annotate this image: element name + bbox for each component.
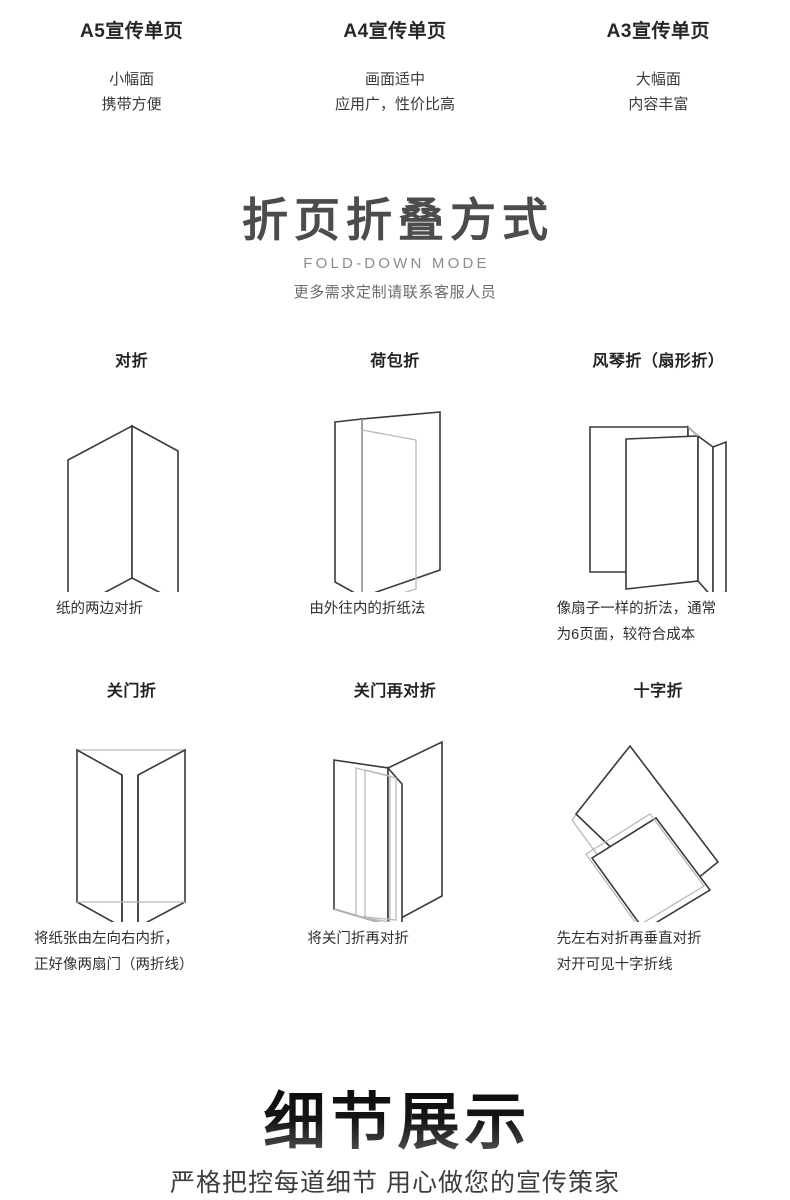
size-option-desc-line: 大幅面 bbox=[635, 71, 681, 88]
fold-type-name: 风琴折（扇形折） bbox=[592, 353, 725, 370]
size-option-desc-line: 应用广，性价比高 bbox=[334, 96, 455, 113]
fold-type-caption-line: 将纸张由左向右内折， bbox=[34, 931, 179, 947]
size-option-desc-line: 小幅面 bbox=[109, 71, 155, 88]
fold-type-accordion-fold: 风琴折（扇形折） 像扇子一样的折法，通常 为6页 bbox=[527, 350, 790, 648]
fold-types-row: 对折 纸的两边对折 荷包折 bbox=[0, 350, 790, 648]
fold-type-name: 荷包折 bbox=[370, 353, 420, 370]
fold-type-wallet-fold: 荷包折 由外往内的折纸法 bbox=[263, 350, 526, 648]
fold-type-caption-line: 纸的两边对折 bbox=[56, 601, 143, 617]
fold-type-half-fold: 对折 纸的两边对折 bbox=[0, 350, 263, 648]
size-option-desc-line: 内容丰富 bbox=[628, 96, 689, 113]
fold-section-subtitle: 更多需求定制请联系客服人员 bbox=[293, 284, 497, 301]
gate-half-fold-diagram-icon bbox=[263, 704, 526, 922]
fold-type-caption-line: 为6页面，较符合成本 bbox=[556, 627, 696, 643]
fold-section-title: 折页折叠方式 bbox=[242, 194, 554, 246]
fold-type-caption-line: 像扇子一样的折法，通常 bbox=[556, 601, 717, 617]
fold-section-header: 折页折叠方式 FOLD-DOWN MODE 更多需求定制请联系客服人员 bbox=[0, 192, 790, 304]
fold-type-caption-line: 先左右对折再垂直对折 bbox=[556, 931, 702, 947]
cross-fold-diagram-icon bbox=[527, 704, 790, 922]
detail-section-header: 细节展示 严格把控每道细节 用心做您的宣传策家 bbox=[0, 1086, 790, 1200]
size-option-desc-line: 携带方便 bbox=[101, 96, 162, 113]
fold-type-cross-fold: 十字折 先左右对折再垂直对折 对开可见十字折线 bbox=[527, 680, 790, 978]
fold-type-caption-line: 对开可见十字折线 bbox=[556, 957, 673, 973]
fold-type-caption: 将纸张由左向右内折， 正好像两扇门（两折线） bbox=[0, 926, 263, 978]
size-option-a5: A5宣传单页 小幅面 携带方便 bbox=[0, 18, 263, 117]
size-option-title: A5宣传单页 bbox=[80, 21, 184, 42]
fold-type-caption: 像扇子一样的折法，通常 为6页面，较符合成本 bbox=[527, 596, 790, 648]
size-option-description: 小幅面 携带方便 bbox=[0, 67, 263, 117]
fold-section-title-english: FOLD-DOWN MODE bbox=[303, 255, 490, 272]
gate-fold-diagram-icon bbox=[0, 704, 263, 922]
fold-type-caption-line: 由外往内的折纸法 bbox=[309, 601, 426, 617]
fold-type-caption: 由外往内的折纸法 bbox=[263, 596, 526, 622]
detail-section-title: 细节展示 bbox=[0, 1086, 790, 1160]
detail-section-subtitle: 严格把控每道细节 用心做您的宣传策家 bbox=[170, 1169, 620, 1197]
fold-types-grid: 对折 纸的两边对折 荷包折 bbox=[0, 350, 790, 978]
fold-type-caption: 先左右对折再垂直对折 对开可见十字折线 bbox=[527, 926, 790, 978]
fold-type-name: 十字折 bbox=[633, 683, 684, 700]
half-fold-diagram-icon bbox=[0, 374, 263, 592]
fold-type-caption-line: 将关门折再对折 bbox=[307, 931, 409, 947]
fold-type-gate-half-fold: 关门再对折 将关门折再对折 bbox=[263, 680, 526, 978]
wallet-fold-diagram-icon bbox=[263, 374, 526, 592]
size-option-desc-line: 画面适中 bbox=[364, 71, 425, 88]
size-option-a3: A3宣传单页 大幅面 内容丰富 bbox=[527, 18, 790, 117]
size-options-row: A5宣传单页 小幅面 携带方便 A4宣传单页 画面适中 应用广，性价比高 A3宣… bbox=[0, 18, 790, 117]
size-option-description: 画面适中 应用广，性价比高 bbox=[263, 67, 526, 117]
fold-type-caption: 将关门折再对折 bbox=[263, 926, 526, 952]
accordion-fold-diagram-icon bbox=[527, 374, 790, 592]
fold-type-name: 对折 bbox=[115, 353, 149, 370]
size-option-title: A3宣传单页 bbox=[606, 21, 710, 42]
fold-type-caption: 纸的两边对折 bbox=[0, 596, 263, 622]
size-option-title: A4宣传单页 bbox=[343, 21, 447, 42]
size-option-description: 大幅面 内容丰富 bbox=[527, 67, 790, 117]
fold-type-caption-line: 正好像两扇门（两折线） bbox=[34, 957, 194, 973]
fold-type-name: 关门折 bbox=[106, 683, 157, 700]
fold-types-row: 关门折 将纸张由左向右内折， 正好像两扇门（两折线） bbox=[0, 680, 790, 978]
size-option-a4: A4宣传单页 画面适中 应用广，性价比高 bbox=[263, 18, 526, 117]
fold-type-name: 关门再对折 bbox=[353, 683, 437, 700]
fold-type-gate-fold: 关门折 将纸张由左向右内折， 正好像两扇门（两折线） bbox=[0, 680, 263, 978]
